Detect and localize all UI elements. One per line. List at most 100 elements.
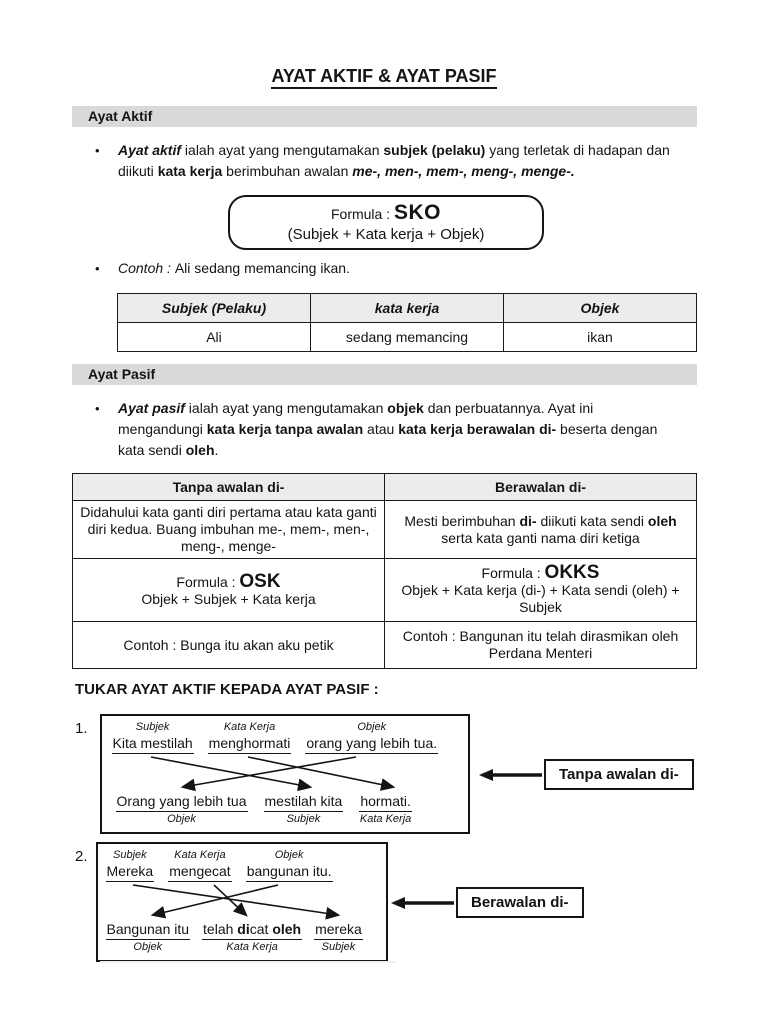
formula-code: OKKS xyxy=(544,562,600,583)
sentence-word: bangunan itu. xyxy=(245,862,333,882)
word-column: Subjek Kita mestilah xyxy=(111,720,194,754)
cell-kata-kerja: sedang memancing xyxy=(310,322,504,352)
formula-line: Formula : SKO xyxy=(331,201,441,226)
formula-expansion: Objek + Kata kerja (di-) + Kata sendi (o… xyxy=(401,582,680,615)
example-box: Subjek Kita mestilah Kata Kerja menghorm… xyxy=(99,714,470,834)
sentence-word: Bangunan itu xyxy=(105,920,191,940)
definition-pasif: • Ayat pasif ialah ayat yang mengutamaka… xyxy=(95,398,685,461)
cell-objek: ikan xyxy=(503,322,697,352)
example-aktif-text: Contoh : Ali sedang memancing ikan. xyxy=(118,260,350,276)
formula-line: Formula : OKKS xyxy=(391,562,690,583)
word-column: mestilah kita Subjek xyxy=(263,792,344,826)
formula-code: OSK xyxy=(239,570,281,592)
word-column: Orang yang lebih tua Objek xyxy=(115,792,248,826)
role-label: Subjek xyxy=(113,849,147,861)
mapping-arrows-icon xyxy=(132,884,340,920)
sentence-word: Mereka xyxy=(105,862,155,882)
sentence-word: mestilah kita xyxy=(263,792,344,812)
sentence-word: mereka xyxy=(314,920,363,940)
example-number: 1. xyxy=(75,720,88,737)
section-bar-ayat-aktif: Ayat Aktif xyxy=(72,106,697,127)
definition-aktif-text: Ayat aktif ialah ayat yang mengutamakan … xyxy=(118,142,670,179)
pasif-table: Tanpa awalan di- Berawalan di- Didahului… xyxy=(72,473,697,669)
table-row-example: Contoh : Bunga itu akan aku petik Contoh… xyxy=(72,621,697,669)
page-title: AYAT AKTIF & AYAT PASIF xyxy=(0,66,768,89)
bullet-icon: • xyxy=(95,401,100,416)
bullet-icon: • xyxy=(95,143,100,158)
cell-description-right: Mesti berimbuhan di- diikuti kata sendi … xyxy=(384,500,697,559)
header-cell-objek: Objek xyxy=(503,293,697,323)
section-bar-ayat-pasif: Ayat Pasif xyxy=(72,364,697,385)
sentence-word: orang yang lebih tua. xyxy=(305,734,439,754)
word-column: hormati. Kata Kerja xyxy=(359,792,412,826)
cell-subjek: Ali xyxy=(117,322,311,352)
sentence-word: telah dicat oleh xyxy=(202,920,303,940)
role-label: Subjek xyxy=(135,721,170,733)
formula-label: Formula : xyxy=(330,206,394,222)
role-label: Objek xyxy=(274,849,304,861)
role-label: Kata Kerja xyxy=(359,813,412,825)
callout-berawalan: Berawalan di- xyxy=(388,887,584,918)
word-column: Kata Kerja menghormati xyxy=(207,720,292,754)
callout-label: Berawalan di- xyxy=(456,887,584,918)
definition-pasif-text: Ayat pasif ialah ayat yang mengutamakan … xyxy=(118,400,658,458)
cell-formula-osk: Formula : OSK Objek + Subjek + Kata kerj… xyxy=(72,558,385,622)
word-column: Bangunan itu Objek xyxy=(105,920,191,954)
formula-code: SKO xyxy=(394,201,442,224)
section-bar-label: Ayat Pasif xyxy=(88,366,156,382)
formula-expansion: (Subjek + Kata kerja + Objek) xyxy=(287,226,485,243)
sentence-word: hormati. xyxy=(359,792,412,812)
header-cell-tanpa-awalan: Tanpa awalan di- xyxy=(72,473,385,501)
left-arrow-icon xyxy=(479,768,542,781)
word-column: Kata Kerja mengecat xyxy=(168,848,232,882)
definition-aktif: • Ayat aktif ialah ayat yang mengutamaka… xyxy=(95,140,680,182)
role-label: Objek xyxy=(357,721,387,733)
example-box: Subjek Mereka Kata Kerja mengecat Objek … xyxy=(95,842,388,962)
word-column: Subjek Mereka xyxy=(105,848,155,882)
word-column: Objek orang yang lebih tua. xyxy=(305,720,439,754)
left-arrow-icon xyxy=(391,896,454,909)
cell-example-right: Contoh : Bangunan itu telah dirasmikan o… xyxy=(384,621,697,669)
header-cell-kata-kerja: kata kerja xyxy=(310,293,504,323)
table-header-row: Subjek (Pelaku) kata kerja Objek xyxy=(117,293,697,323)
sentence-word: Kita mestilah xyxy=(111,734,194,754)
mapping-arrows-icon xyxy=(150,756,395,792)
header-cell-berawalan: Berawalan di- xyxy=(384,473,697,501)
role-label: Subjek xyxy=(321,941,356,953)
role-label: Kata Kerja xyxy=(223,721,276,733)
next-page-edge xyxy=(100,961,395,963)
sentence-word: menghormati xyxy=(207,734,292,754)
formula-box-sko: Formula : SKO (Subjek + Kata kerja + Obj… xyxy=(228,195,544,250)
bullet-icon: • xyxy=(95,261,100,276)
table-header-row: Tanpa awalan di- Berawalan di- xyxy=(72,473,697,501)
aktif-table: Subjek (Pelaku) kata kerja Objek Ali sed… xyxy=(117,293,697,352)
role-label: Objek xyxy=(167,813,196,825)
formula-label: Formula : xyxy=(176,573,240,590)
role-label: Objek xyxy=(133,941,163,953)
header-cell-subjek: Subjek (Pelaku) xyxy=(117,293,311,323)
table-row-description: Didahului kata ganti diri pertama atau k… xyxy=(72,500,697,559)
formula-line: Formula : OSK xyxy=(79,570,378,592)
example-number: 2. xyxy=(75,848,88,865)
word-column: Objek bangunan itu. xyxy=(245,848,333,882)
conversion-example-2: 2. Subjek Mereka Kata Kerja mengecat Obj… xyxy=(75,842,388,962)
formula-expansion: Objek + Subjek + Kata kerja xyxy=(141,590,316,607)
formula-label: Formula : xyxy=(481,565,545,581)
example-aktif: • Contoh : Ali sedang memancing ikan. xyxy=(95,258,680,279)
sentence-word: mengecat xyxy=(168,862,232,882)
role-label: Subjek xyxy=(286,813,321,825)
callout-tanpa-awalan: Tanpa awalan di- xyxy=(476,759,694,790)
cell-description-left: Didahului kata ganti diri pertama atau k… xyxy=(72,500,385,559)
sentence-word: Orang yang lebih tua xyxy=(115,792,248,812)
word-column: telah dicat oleh Kata Kerja xyxy=(202,920,303,954)
role-label: Kata Kerja xyxy=(174,849,226,861)
page-title-text: AYAT AKTIF & AYAT PASIF xyxy=(271,66,497,89)
word-column: mereka Subjek xyxy=(314,920,363,954)
conversion-heading: TUKAR AYAT AKTIF KEPADA AYAT PASIF : xyxy=(75,681,379,698)
cell-example-left: Contoh : Bunga itu akan aku petik xyxy=(72,621,385,669)
role-label: Kata Kerja xyxy=(226,941,278,953)
table-row: Ali sedang memancing ikan xyxy=(117,322,697,352)
section-bar-label: Ayat Aktif xyxy=(88,108,153,124)
table-row-formula: Formula : OSK Objek + Subjek + Kata kerj… xyxy=(72,558,697,622)
